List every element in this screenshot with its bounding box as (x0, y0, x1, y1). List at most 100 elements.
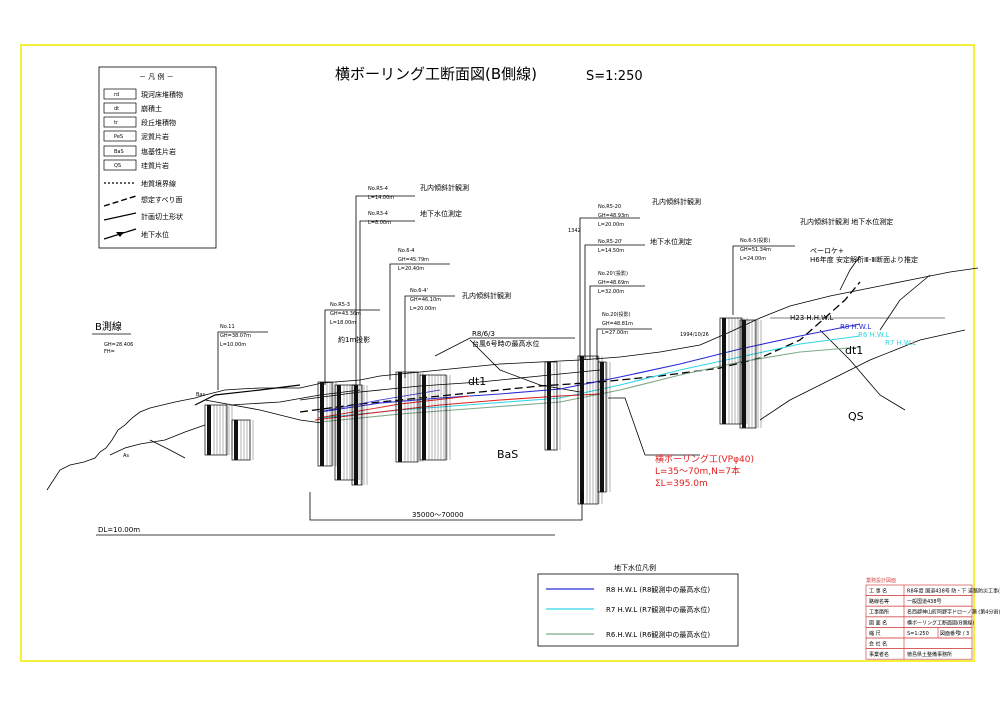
typhoon-label: 台風6号時の最高水位 (472, 339, 539, 348)
r6-water-level (319, 346, 861, 423)
borehole-note: 孔内傾斜計観測 (652, 197, 701, 206)
legend-code-box (103, 116, 137, 128)
legend-line-label: 地下水位 (141, 230, 169, 239)
borehole-label: No.11 (220, 324, 235, 330)
title-block-value: 名西郡神山町阿野字ドローノ瀬 (第4分割) (907, 609, 1000, 616)
borehole-label: GH=46.10m (410, 297, 441, 303)
h23-label: H23 H.H.W.L (790, 314, 833, 322)
legend-code: dt (114, 106, 119, 112)
borehole-core (234, 420, 238, 460)
borehole-label: No.R3-4 (368, 211, 388, 217)
borehole-label: L=24.00m (740, 256, 766, 262)
wl-legend-item: R8 H.W.L (R8観測中の最高水位) (606, 585, 710, 594)
borehole-label: L=14.00m (368, 195, 394, 201)
title-block-key: 図 面 名 (869, 619, 887, 626)
legend-code-label: 段丘堆積物 (141, 118, 176, 127)
borehole-log (395, 371, 419, 463)
h6-label: H6年度 安定解析Ⅲ-Ⅲ断面より推定 (810, 255, 918, 264)
borehole-log (739, 319, 757, 429)
title-block-key: 会 社 名 (869, 641, 887, 648)
datum-label: DL=10.00m (98, 526, 140, 534)
title-block-key: 図面番号 (940, 630, 960, 637)
borehole-core (320, 382, 324, 466)
drilling-total: ΣL=395.0m (655, 479, 708, 489)
slip-surface-sample (103, 195, 137, 207)
r7-label: R7 H.W.L (885, 339, 916, 347)
as-label: As (123, 453, 129, 459)
borehole-label: No.20'(投影) (598, 270, 628, 277)
r7-water-level (319, 335, 861, 419)
bas-small-label: Bas (196, 392, 205, 398)
drilling-title: 横ボーリング工(VPφ40) (655, 453, 754, 465)
borehole-label: No.R5-3 (330, 302, 350, 308)
legend-code-box (103, 145, 137, 157)
borehole-label: L=32.00m (598, 289, 624, 295)
borehole-note: 孔内傾斜計観測 (462, 291, 511, 300)
borehole-label: No.R5-20 (598, 204, 621, 210)
wl-legend-title: 地下水位凡例 (614, 563, 656, 572)
depth-mark: 1342 (568, 228, 581, 234)
borehole-core (722, 318, 726, 424)
legend-line-label: 地質境界線 (141, 179, 176, 188)
title-block-key: 事業者名 (869, 651, 889, 658)
wl-legend-item: R6.H.W.L (R6観測中の最高水位) (606, 630, 710, 639)
date-mark: 1994/10/26 (680, 332, 709, 338)
drawing-scale: S=1:250 (586, 69, 643, 84)
borehole-label: GH=45.79m (398, 257, 429, 263)
slip-surface (299, 281, 861, 413)
borehole-core (354, 385, 358, 485)
borehole-label: GH=48.93m (598, 213, 629, 219)
drawing-title: 横ボーリング工断面図(B側線) (335, 65, 537, 83)
r8-label: R8 H.W.L (840, 323, 871, 331)
title-block-key: 工事箇所 (869, 609, 889, 616)
borehole-log (419, 374, 447, 461)
dt1-label: dt1 (468, 375, 486, 388)
water-level-icon (116, 232, 124, 237)
cut-shape-sample (103, 212, 137, 221)
borehole-label: GH=48.69m (598, 280, 629, 286)
r6-label: R6 H.W.L (858, 331, 889, 339)
borehole-label: L=20.40m (398, 266, 424, 272)
borehole-label: No.20(投影) (602, 311, 631, 318)
title-block-value: 横ボーリング工断面図(B側線) (907, 619, 974, 626)
typhoon-date: R8/6/3 (472, 330, 495, 338)
legend-code-label: 泥質片岩 (141, 132, 169, 141)
gh-label: GH=28.406 (104, 342, 133, 348)
legend-code-box (103, 88, 137, 100)
borehole-label: L=10.00m (220, 342, 246, 348)
borehole-core (600, 362, 604, 492)
borehole-core (337, 385, 341, 480)
borehole-note: 孔内傾斜計観測 地下水位測定 (800, 217, 893, 226)
borehole-core (422, 375, 426, 460)
legend-code-label: 現河床堆積物 (141, 90, 183, 99)
title-block-key: 工 事 名 (869, 588, 887, 595)
legend-code: QS (114, 163, 121, 169)
borehole-label: GH=51.34m (740, 247, 771, 253)
borehole-label: No.R5-20' (598, 239, 623, 245)
borehole-label: L=18.00m (330, 320, 356, 326)
borehole-core (547, 362, 551, 450)
borehole-note: 地下水位測定 (420, 209, 462, 218)
wl-legend: 地下水位凡例 R8 H.W.L (R8観測中の最高水位) R7 H.W.L (R… (537, 563, 739, 647)
borehole-label: No.R5-4 (368, 186, 388, 192)
legend-heading: － 凡 例 － (139, 72, 174, 81)
title-block-key: 縮 尺 (869, 630, 881, 637)
cut-shape (194, 384, 301, 406)
borehole-label: GH=43.36m (330, 311, 361, 317)
borehole-note: 孔内傾斜計観測 (420, 183, 469, 192)
drilling-count: L=35～70m,N=7本 (655, 465, 740, 477)
borehole-label: No.6-4' (410, 288, 428, 294)
title-block-key: 路線名等 (869, 598, 889, 605)
wl-legend-box (537, 573, 739, 647)
title-block-value: R8年度 国道438号 防・下 道路防災工事(A) (907, 588, 1000, 595)
legend-code: tr (114, 120, 119, 126)
borehole-core (742, 320, 746, 428)
borehole-log (204, 404, 228, 456)
fh-label: FH= (104, 349, 115, 355)
borehole-core (580, 356, 584, 504)
legend-line-label: 計画切土形状 (141, 212, 183, 221)
title-block-row (865, 648, 973, 660)
borehole-label: No.6-4 (398, 248, 414, 254)
